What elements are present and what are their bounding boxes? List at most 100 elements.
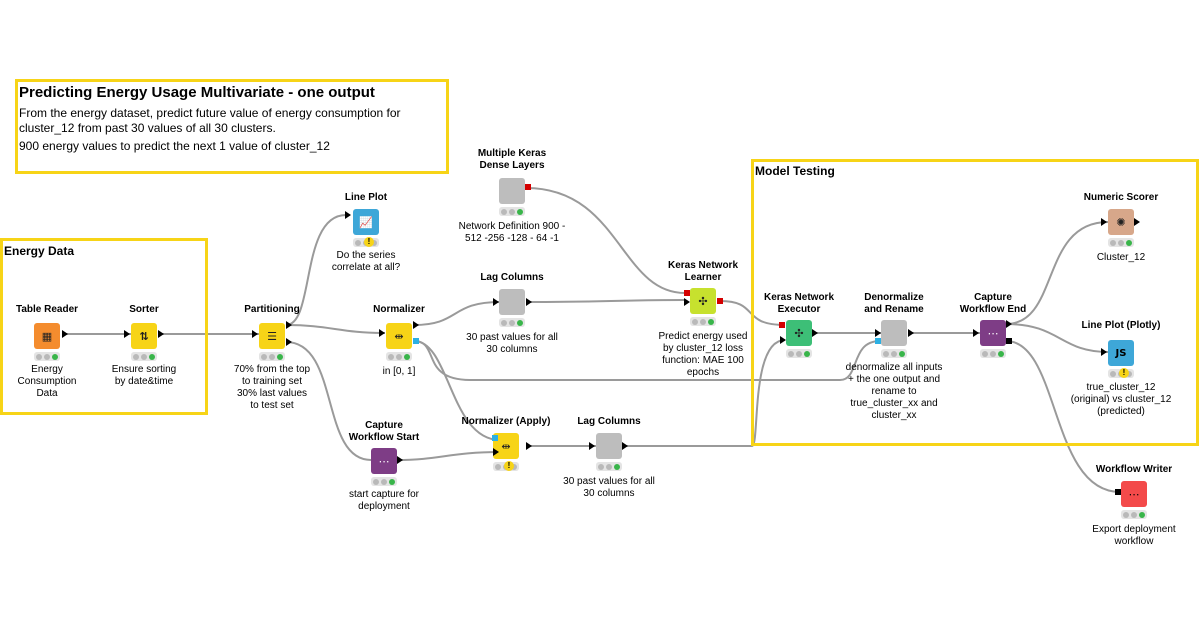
node-label: Keras Network Executor — [763, 292, 835, 315]
traffic-light: ! — [493, 461, 519, 471]
out-port[interactable] — [1134, 218, 1140, 226]
in-port[interactable] — [379, 329, 385, 337]
line-chart-icon[interactable]: 📈 — [353, 209, 379, 235]
keras-out-port[interactable] — [525, 184, 531, 190]
out-port[interactable] — [413, 321, 419, 329]
node-label: Normalizer (Apply) — [461, 416, 551, 427]
out-port[interactable] — [62, 330, 68, 338]
node-comment: true_cluster_12 (original) vs cluster_12… — [1070, 382, 1172, 417]
traffic-light — [1108, 238, 1134, 247]
node-comment: Energy Consumption Data — [17, 364, 77, 399]
node-label: Lag Columns — [480, 272, 544, 283]
node-comment: Export deployment workflow — [1092, 524, 1176, 547]
traffic-light — [881, 349, 907, 358]
in-port[interactable] — [1101, 218, 1107, 226]
out-port[interactable] — [908, 329, 914, 337]
partition-icon[interactable]: ☰ — [259, 323, 285, 349]
description-title: Predicting Energy Usage Multivariate - o… — [19, 84, 375, 101]
node-normalizer-apply[interactable]: Normalizer (Apply) ⇹ ! — [446, 416, 566, 471]
in-port[interactable] — [875, 329, 881, 337]
wire-dense-learner — [525, 187, 686, 294]
neural-network-icon[interactable]: ✣ — [786, 320, 812, 346]
in-port[interactable] — [973, 329, 979, 337]
in-port[interactable] — [493, 448, 499, 456]
node-table-reader[interactable]: Table Reader ▦ Energy Consumption Data — [0, 304, 107, 400]
wire-captureend-plotly — [1005, 323, 1109, 353]
node-label: Table Reader — [15, 304, 79, 315]
energy-data-title: Energy Data — [4, 244, 75, 258]
meta-node-icon[interactable] — [881, 320, 907, 346]
node-line-plot[interactable]: Line Plot 📈 ! Do the series correlate at… — [306, 192, 426, 274]
out-port-top[interactable] — [286, 321, 292, 329]
node-label: Denormalize and Rename — [864, 292, 924, 315]
in-port[interactable] — [493, 298, 499, 306]
capture-icon[interactable]: ⋯ — [980, 320, 1006, 346]
out-port[interactable] — [526, 442, 532, 450]
wire-captureend-scorer — [1005, 221, 1109, 325]
in-port[interactable] — [1101, 348, 1107, 356]
model-testing-title: Model Testing — [755, 164, 835, 178]
in-port[interactable] — [345, 211, 351, 219]
node-line-plot-plotly[interactable]: Line Plot (Plotly) JS ! true_cluster_12 … — [1061, 320, 1181, 418]
traffic-light — [499, 207, 525, 216]
node-lag-columns-2[interactable]: Lag Columns 30 past values for all 30 co… — [549, 416, 669, 500]
node-denormalize[interactable]: Denormalize and Rename denormalize all i… — [834, 292, 954, 422]
node-workflow-writer[interactable]: Workflow Writer ⋯ Export deployment work… — [1074, 464, 1194, 548]
meta-node-icon[interactable] — [596, 433, 622, 459]
in-port[interactable] — [252, 330, 258, 338]
node-capture-start[interactable]: Capture Workflow Start ⋯ start capture f… — [324, 420, 444, 513]
neural-network-icon[interactable]: ✣ — [690, 288, 716, 314]
in-port[interactable] — [684, 298, 690, 306]
in-port[interactable] — [124, 330, 130, 338]
out-port-bottom[interactable] — [286, 338, 292, 346]
keras-in-port[interactable] — [684, 290, 690, 296]
sort-arrows-icon[interactable]: ⇅ — [131, 323, 157, 349]
keras-out-port[interactable] — [717, 298, 723, 304]
meta-node-icon[interactable] — [499, 289, 525, 315]
wire-normalizer-lag1 — [413, 301, 501, 326]
node-sorter[interactable]: Sorter ⇅ Ensure sorting by date&time — [84, 304, 204, 388]
node-keras-learner[interactable]: Keras Network Learner ✣ Predict energy u… — [643, 260, 763, 379]
javascript-icon[interactable]: JS — [1108, 340, 1134, 366]
in-port[interactable] — [780, 336, 786, 344]
node-label: Partitioning — [244, 304, 300, 315]
normalize-icon[interactable]: ⇹ — [386, 323, 412, 349]
out-port[interactable] — [622, 442, 628, 450]
model-out-port[interactable] — [413, 338, 419, 344]
workflow-out-port[interactable] — [1006, 338, 1012, 344]
workflow-writer-icon[interactable]: ⋯ — [1121, 481, 1147, 507]
node-label: Multiple Keras Dense Layers — [477, 148, 547, 171]
scorer-icon[interactable]: ✺ — [1108, 209, 1134, 235]
node-capture-end[interactable]: Capture Workflow End ⋯ — [933, 292, 1053, 358]
description-annotation — [15, 79, 449, 174]
node-keras-executor[interactable]: Keras Network Executor ✣ — [739, 292, 859, 358]
node-numeric-scorer[interactable]: Numeric Scorer ✺ Cluster_12 — [1061, 192, 1181, 264]
out-port[interactable] — [158, 330, 164, 338]
wire-partition-capture — [285, 341, 372, 461]
node-lag-columns-1[interactable]: Lag Columns 30 past values for all 30 co… — [452, 272, 572, 356]
node-comment: 70% from the top to training set 30% las… — [233, 364, 311, 411]
keras-in-port[interactable] — [779, 322, 785, 328]
out-port[interactable] — [397, 456, 403, 464]
traffic-light — [131, 352, 157, 361]
node-partitioning[interactable]: Partitioning ☰ 70% from the top to train… — [212, 304, 332, 412]
out-port[interactable] — [526, 298, 532, 306]
traffic-light: ! — [353, 237, 379, 247]
traffic-light — [34, 352, 60, 361]
in-port[interactable] — [589, 442, 595, 450]
workflow-in-port[interactable] — [1115, 489, 1121, 495]
node-normalizer[interactable]: Normalizer ⇹ in [0, 1] — [339, 304, 459, 378]
model-in-port[interactable] — [875, 338, 881, 344]
table-icon[interactable]: ▦ — [34, 323, 60, 349]
node-dense-layers[interactable]: Multiple Keras Dense Layers Network Defi… — [452, 148, 572, 245]
warning-icon: ! — [364, 237, 374, 247]
node-label: Normalizer — [373, 304, 425, 315]
node-comment: Do the series correlate at all? — [331, 250, 401, 273]
model-in-port[interactable] — [492, 435, 498, 441]
out-port[interactable] — [1006, 320, 1012, 328]
warning-icon: ! — [1119, 368, 1129, 378]
meta-node-icon[interactable] — [499, 178, 525, 204]
capture-icon[interactable]: ⋯ — [371, 448, 397, 474]
out-port[interactable] — [812, 329, 818, 337]
